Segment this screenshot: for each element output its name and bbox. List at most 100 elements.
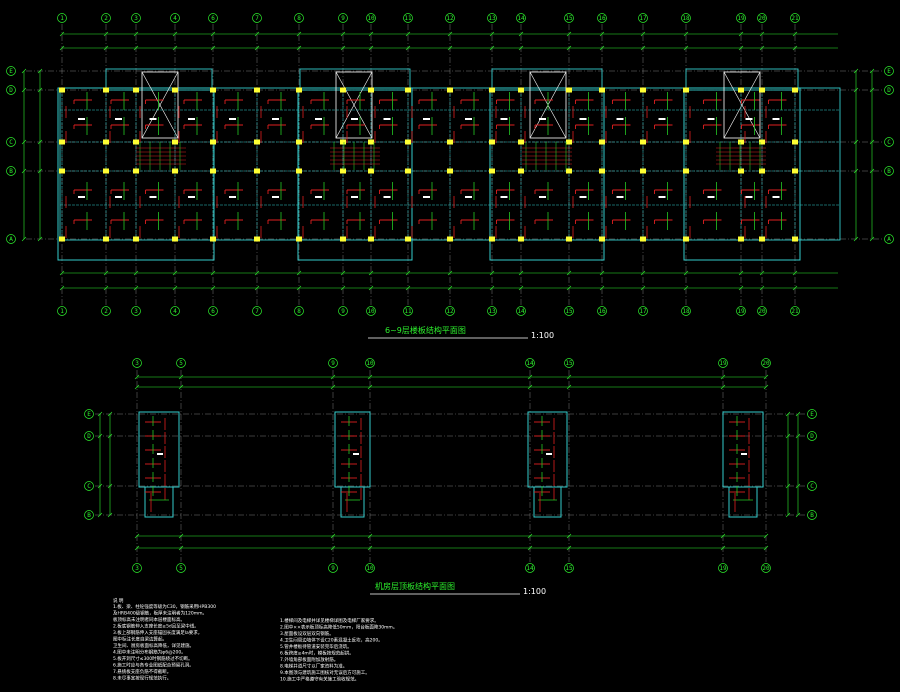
column [518,168,524,174]
dimension-tick [367,533,373,539]
axis-bubble-top-10-circle [366,13,376,23]
slab-label [579,118,587,120]
dimension-tick [134,545,140,551]
dimension-tick [869,168,875,174]
axis-bubble-left-C-label: C [9,139,13,146]
dimension-tick [210,45,216,51]
axis-bubble-top-15-label: 15 [565,15,573,22]
axis-bubble-top-14-circle [516,13,526,23]
axis-bubble-top-6-circle [208,13,218,23]
axis-bubble-left-A-label: A [9,236,13,243]
note-line: 1.板、梁、柱砼强度等级为C30，钢筋采用HPB300 [113,603,216,610]
plan-top-scale: 1:100 [531,331,554,340]
column [368,139,374,145]
dimension-tick [795,512,801,518]
axis-bubble-bottom-14-label: 14 [517,308,525,315]
axis-bubble-bottom-11-label: 11 [404,308,412,315]
dimension-tick [869,68,875,74]
dimension-tick [518,285,524,291]
axis-bubble-bottom-9-circle [338,306,348,316]
dimension-tick [640,270,646,276]
dimension-tick [683,285,689,291]
column [210,87,216,93]
dimension-tick [254,31,260,37]
slab-label [383,118,391,120]
axis-bubble-bottom-2-circle [101,306,111,316]
dimension-tick [785,483,791,489]
dimension-tick [340,285,346,291]
slab-label [115,118,122,120]
column [759,236,765,242]
column [599,87,605,93]
dimension-tick [59,285,65,291]
axis-bubble-bottom-14-circle [525,563,535,573]
roof-block-lower [144,486,174,518]
axis-bubble-top-15-circle [564,358,574,368]
axis-bubble-top-9-circle [338,13,348,23]
axis-bubble-bottom-8-circle [294,306,304,316]
axis-bubble-right-E-circle [807,409,817,419]
dimension-tick [518,270,524,276]
axis-bubble-bottom-21-circle [790,306,800,316]
axis-bubble-bottom-4-label: 4 [173,308,177,315]
dimension-tick [405,270,411,276]
dimension-tick [853,236,859,242]
axis-bubble-top-17-label: 17 [639,15,647,22]
dimension-tick [405,45,411,51]
axis-bubble-top-7-label: 7 [255,15,259,22]
axis-bubble-bottom-19-circle [718,563,728,573]
dimension-tick [518,45,524,51]
column [489,236,495,242]
dimension-tick [405,285,411,291]
column [103,139,109,145]
axis-bubble-right-A-circle [884,234,894,244]
column [683,139,689,145]
note-line: 1.楼梯间及电梯井详见楼梯详图及电梯厂家要求。 [280,617,379,624]
axis-bubble-top-12-circle [445,13,455,23]
axis-bubble-right-C-label: C [887,139,891,146]
axis-bubble-bottom-15-circle [564,563,574,573]
note-line: 6.施工时应与各专业图纸配合预留孔洞。 [113,662,194,669]
axis-bubble-top-19-circle [718,358,728,368]
column [172,236,178,242]
dimension-tick [683,270,689,276]
column [405,87,411,93]
slab-label [315,196,322,198]
axis-bubble-left-B-circle [6,166,16,176]
axis-bubble-right-E-label: E [887,68,891,75]
column [566,139,572,145]
dimension-tick [134,533,140,539]
axis-bubble-bottom-10-circle [365,563,375,573]
axis-bubble-bottom-10-circle [366,306,376,316]
dimension-tick [37,168,43,174]
column [133,236,139,242]
column [368,168,374,174]
dimension-tick [296,270,302,276]
axis-bubble-bottom-12-circle [445,306,455,316]
dimension-tick [37,236,43,242]
dimension-tick [527,545,533,551]
dimension-tick [683,31,689,37]
slab-label [188,196,195,198]
note-line: 2.板底钢筋伸入支座长度≥5d且至梁中线。 [113,623,199,630]
dimension-tick [254,285,260,291]
note-line: 8.电梯井道尺寸以厂家资料为准。 [280,663,347,670]
axis-bubble-bottom-20-label: 20 [758,308,766,315]
axis-bubble-top-13-label: 13 [488,15,496,22]
axis-bubble-bottom-7-circle [252,306,262,316]
slab-label [500,196,508,198]
dimension-tick [405,31,411,37]
dimension-tick [178,374,184,380]
column [489,87,495,93]
slab-label [229,118,236,120]
axis-bubble-bottom-2-label: 2 [104,308,108,315]
dimension-tick [566,374,572,380]
column [518,87,524,93]
notes-column-2: 1.楼梯间及电梯井详见楼梯详图及电梯厂家要求。2.图中××表示板顶标高降低50m… [280,617,397,683]
slab-label [741,453,747,455]
axis-bubble-left-E-circle [6,66,16,76]
dimension-tick [720,374,726,380]
slab-label [229,196,236,198]
axis-bubble-top-13-circle [487,13,497,23]
